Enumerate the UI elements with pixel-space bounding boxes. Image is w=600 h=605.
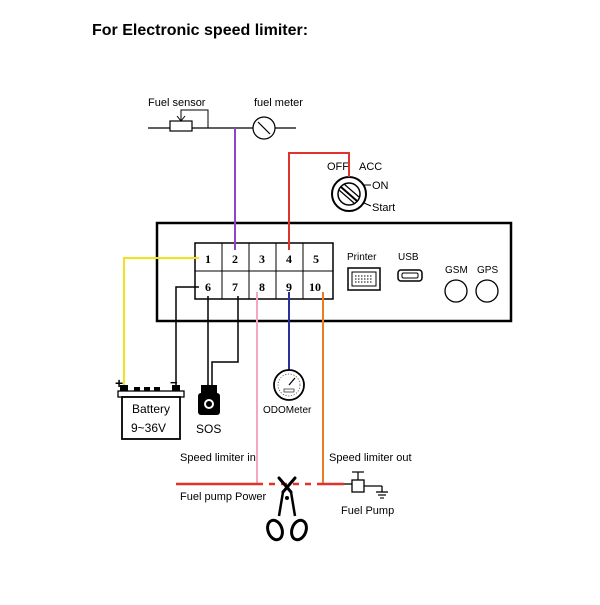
pin-6: 6 <box>205 280 211 294</box>
top-sensor-line: Fuel sensor fuel meter <box>148 97 303 140</box>
gsm-label: GSM <box>445 265 468 276</box>
battery: + − Battery 9~36V <box>115 375 185 440</box>
pin-4: 4 <box>286 252 292 266</box>
connector-dividers <box>221 243 304 299</box>
ignition-acc-label: ACC <box>359 161 382 173</box>
gps-antenna-icon <box>475 279 499 303</box>
battery-plus-label: + <box>115 375 123 391</box>
pin-1: 1 <box>205 252 211 266</box>
wire-pin1-battery-plus <box>123 257 199 385</box>
ignition-off-label: OFF <box>327 161 349 173</box>
ignition-start-label: Start <box>372 202 395 214</box>
wire-pin4-acc <box>288 152 350 250</box>
wires <box>123 128 350 484</box>
pin-labels: 1 2 3 4 5 6 7 8 9 10 <box>205 252 321 294</box>
gps-label: GPS <box>477 265 498 276</box>
fuel-pump-icon: Fuel Pump <box>341 471 394 517</box>
gsm-antenna-icon <box>444 279 468 303</box>
printer-label: Printer <box>347 252 377 263</box>
usb-label: USB <box>398 252 419 263</box>
battery-voltage: 9~36V <box>131 421 166 435</box>
wire-pin7-sos <box>211 296 239 385</box>
battery-minus-label: − <box>170 375 178 390</box>
fuel-meter-icon <box>252 116 276 140</box>
ignition-switch: OFF ACC ON Start <box>327 161 395 214</box>
fuel-sensor-icon <box>169 109 209 132</box>
pin-8: 8 <box>259 280 265 294</box>
tracker-device: 1 2 3 4 5 6 7 8 9 10 Printer USB <box>155 221 513 323</box>
pin-3: 3 <box>259 252 265 266</box>
speed-limiter-in-label: Speed limiter in <box>180 452 256 464</box>
odometer-icon: ODOMeter <box>263 369 312 416</box>
fuel-meter-label: fuel meter <box>254 97 303 109</box>
pin-2: 2 <box>232 252 238 266</box>
fuel-pump-label: Fuel Pump <box>341 505 394 517</box>
pin-7: 7 <box>232 280 238 294</box>
printer-port-icon <box>347 267 381 291</box>
pin-9: 9 <box>286 280 292 294</box>
ignition-on-label: ON <box>372 180 389 192</box>
pin-5: 5 <box>313 252 319 266</box>
diagram-title: For Electronic speed limiter: <box>92 22 309 39</box>
fuel-pump-power-label: Fuel pump Power <box>180 491 267 503</box>
scissors-icon <box>266 476 308 542</box>
pin-10: 10 <box>309 280 321 294</box>
sos-button-icon: SOS <box>196 385 221 436</box>
wire-pin6-ground <box>175 286 199 385</box>
battery-label: Battery <box>132 402 170 416</box>
odometer-label: ODOMeter <box>263 405 312 416</box>
usb-port-icon <box>397 269 423 282</box>
fuel-pump-power-line: Fuel pump Power <box>176 482 360 503</box>
fuel-sensor-label: Fuel sensor <box>148 97 206 109</box>
sos-label: SOS <box>196 422 221 436</box>
speed-limiter-out-label: Speed limiter out <box>329 452 412 464</box>
